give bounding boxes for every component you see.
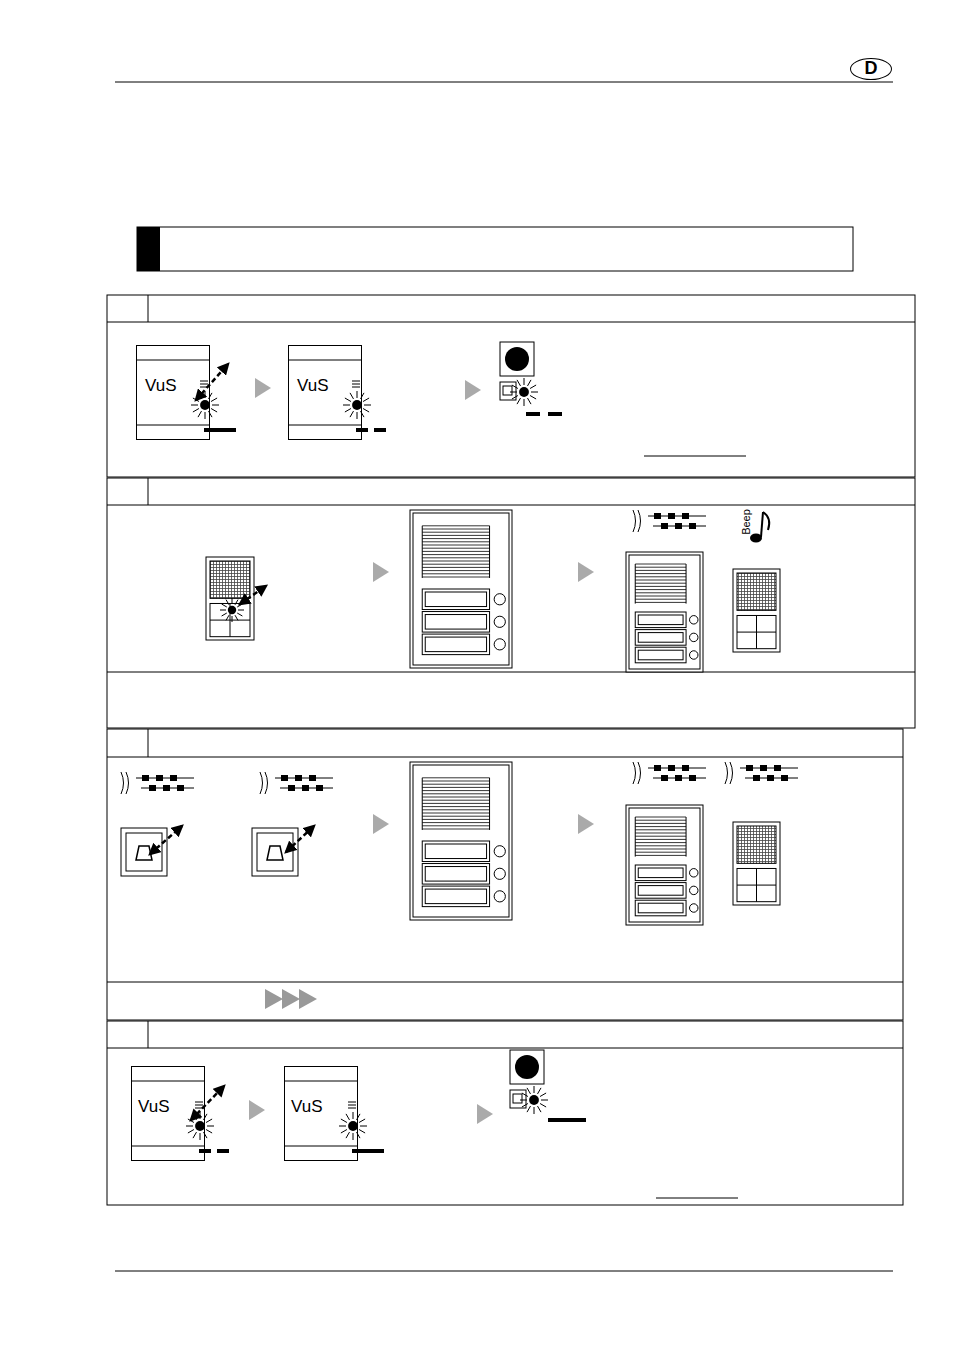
device-label: VuS: [291, 1098, 357, 1117]
bus-signal: [633, 762, 706, 784]
press-arrow: [150, 826, 182, 854]
programming-button: [500, 342, 562, 416]
indoor-station: [733, 569, 780, 652]
bus-signal: [725, 762, 798, 784]
step-arrow: [477, 1104, 493, 1124]
beep-label: Beep: [740, 509, 752, 535]
language-code: D: [865, 59, 878, 79]
door-station: [626, 805, 703, 925]
beep-note: [750, 512, 769, 543]
programming-button: [510, 1050, 586, 1122]
vus-device-box: VuS: [136, 345, 210, 440]
bus-signal: [260, 772, 333, 794]
device-label: VuS: [138, 1098, 204, 1117]
vus-device: [131, 1081, 229, 1153]
device-label: VuS: [297, 377, 361, 396]
vus-device-box: VuS: [131, 1066, 205, 1161]
step-arrow: [578, 814, 594, 834]
bell-button: [252, 828, 298, 876]
step-arrow: [465, 380, 481, 400]
press-arrow: [196, 364, 228, 400]
led-burst: [191, 391, 219, 419]
step-arrow: [255, 378, 271, 398]
device-label: VuS: [145, 377, 209, 396]
led-burst: [343, 391, 371, 419]
vus-device-box: VuS: [288, 345, 362, 440]
bus-signal: [633, 510, 706, 532]
step-arrow: [578, 562, 594, 582]
press-arrow: [286, 826, 314, 852]
led-burst: [186, 1112, 214, 1140]
press-arrow: [240, 586, 266, 604]
step-arrow: [373, 562, 389, 582]
vus-device-box: VuS: [284, 1066, 358, 1161]
led-burst: [510, 378, 538, 406]
language-badge: D: [850, 58, 892, 80]
door-station: [410, 510, 512, 668]
press-arrow: [191, 1086, 224, 1120]
bell-button: [121, 828, 167, 876]
bus-signal: [121, 772, 194, 794]
indoor-station: [733, 822, 780, 905]
step-arrow: [249, 1100, 265, 1120]
led-burst: [520, 1086, 548, 1114]
vus-device: [284, 1081, 384, 1153]
door-station: [626, 552, 703, 672]
led-burst: [339, 1112, 367, 1140]
vus-device: [288, 360, 386, 432]
step-arrow: [373, 814, 389, 834]
led-burst: [220, 598, 244, 622]
vus-device: [136, 360, 236, 432]
door-station: [410, 762, 512, 920]
page-frame: [107, 82, 915, 1271]
